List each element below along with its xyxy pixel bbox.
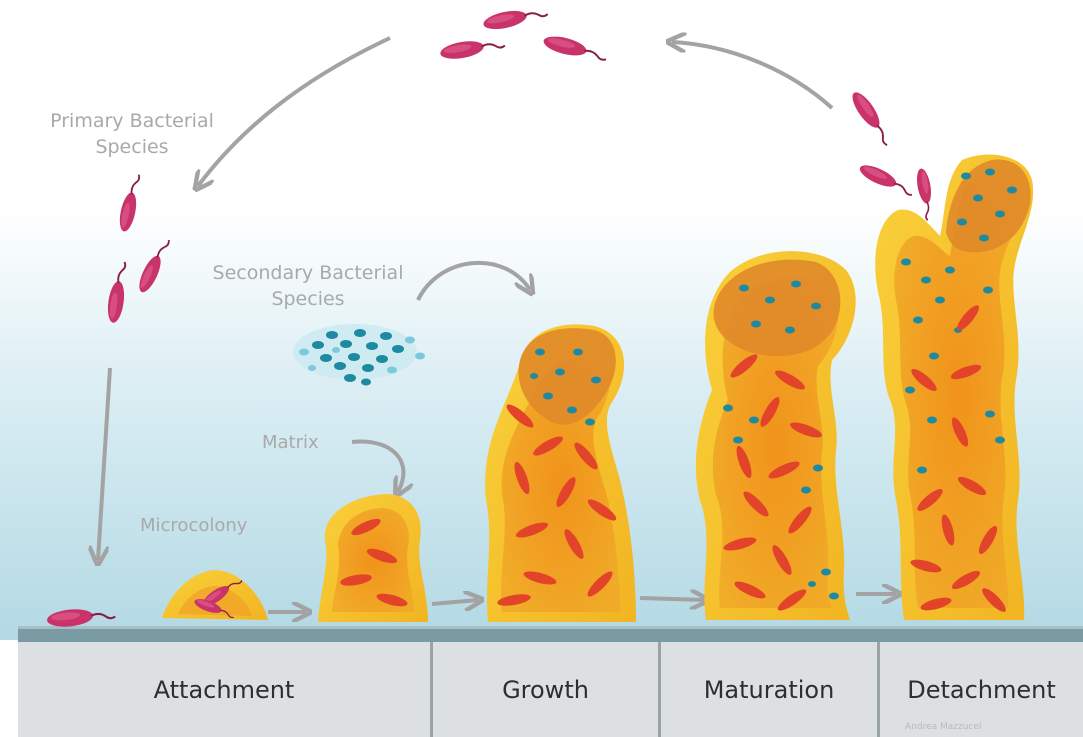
stage-label-attachment: Attachment <box>18 650 430 730</box>
primary-species-label: Primary Bacterial Species <box>22 108 242 160</box>
stage-label-detachment: Detachment <box>880 650 1083 730</box>
progress-arrow <box>640 598 704 600</box>
author-credit: Andrea Mazzucel <box>905 722 981 732</box>
microcolony-label: Microcolony <box>140 513 300 539</box>
secondary-species-label: Secondary Bacterial Species <box>188 260 428 312</box>
matrix-label: Matrix <box>262 430 352 456</box>
maturation-colony <box>696 251 856 620</box>
substrate <box>18 628 1083 642</box>
stage-label-maturation: Maturation <box>661 650 877 730</box>
stage-label-growth: Growth <box>433 650 658 730</box>
